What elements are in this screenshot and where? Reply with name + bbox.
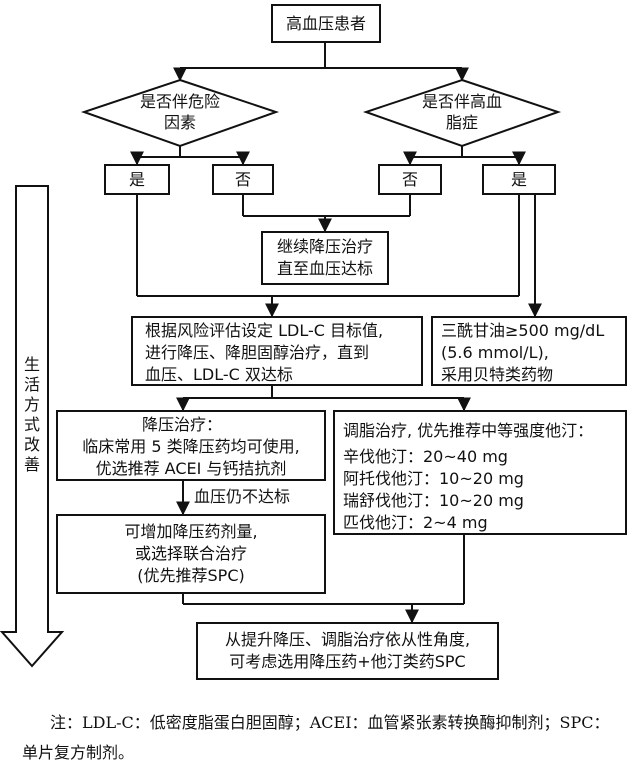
risk-decision-line: 因素 — [163, 113, 196, 132]
bp-treatment-line: 临床常用 5 类降压药均可使用, — [82, 437, 300, 456]
final-line: 从提升降压、调脂治疗依从性角度, — [224, 630, 471, 649]
start-node: 高血压患者 — [271, 4, 381, 43]
lipid-treatment-node: 调脂治疗, 优先推荐中等强度他汀： 辛伐他汀：20~40 mg 阿托伐他汀：10… — [333, 410, 627, 535]
risk-no-label: 否 — [234, 169, 251, 189]
risk-assessment-line: 血压、LDL-C 双达标 — [145, 365, 293, 384]
add-dose-line: 或选择联合治疗 — [134, 544, 247, 563]
risk-assessment-node: 根据风险评估设定 LDL-C 目标值, 进行降压、降胆固醇治疗，直到 血压、LD… — [131, 316, 423, 386]
lipid-treatment-line: 辛伐他汀：20~40 mg — [343, 447, 508, 466]
bp-treatment-node: 降压治疗： 临床常用 5 类降压药均可使用, 优选推荐 ACEI 与钙拮抗剂 — [56, 410, 326, 481]
start-node-label: 高血压患者 — [285, 13, 366, 33]
risk-assessment-line: 根据风险评估设定 LDL-C 目标值, — [145, 321, 384, 340]
risk-decision-line: 是否伴危险 — [139, 92, 220, 111]
risk-yes-label: 是 — [128, 169, 145, 189]
bp-treatment-line: 降压治疗： — [142, 415, 223, 434]
triglyceride-line: (5.6 mmol/L), — [441, 343, 549, 362]
lipid-decision-line: 是否伴高血 — [421, 92, 502, 111]
risk-decision-text: 是否伴危险 因素 — [110, 91, 250, 133]
lipid-yes-node: 是 — [482, 164, 556, 195]
lifestyle-arrow — [0, 185, 65, 668]
triglyceride-line: 采用贝特类药物 — [441, 365, 554, 384]
risk-yes-node: 是 — [104, 164, 170, 195]
lipid-no-label: 否 — [401, 169, 418, 189]
bp-treatment-line: 优选推荐 ACEI 与钙拮抗剂 — [95, 459, 287, 478]
continue-treatment-line: 继续降压治疗 — [276, 237, 373, 256]
triglyceride-line: 三酰甘油≥500 mg/dL — [441, 321, 605, 340]
continue-treatment-line: 直至血压达标 — [276, 259, 373, 278]
add-dose-node: 可增加降压药剂量, 或选择联合治疗 (优先推荐SPC) — [56, 514, 326, 594]
final-node: 从提升降压、调脂治疗依从性角度, 可考虑选用降压药+他汀类药SPC — [196, 622, 499, 680]
risk-assessment-line: 进行降压、降胆固醇治疗，直到 — [145, 343, 370, 362]
continue-treatment-node: 继续降压治疗 直至血压达标 — [261, 231, 389, 285]
add-dose-line: (优先推荐SPC) — [137, 566, 245, 585]
lipid-treatment-line: 阿托伐他汀：10~20 mg — [343, 469, 524, 488]
lipid-treatment-line: 瑞舒伐他汀：10~20 mg — [343, 491, 524, 510]
lifestyle-label: 生活方式改善 — [23, 355, 40, 474]
lipid-yes-label: 是 — [510, 169, 527, 189]
final-line: 可考虑选用降压药+他汀类药SPC — [229, 652, 466, 671]
bp-not-met-label: 血压仍不达标 — [194, 487, 291, 506]
lipid-decision-line: 脂症 — [445, 113, 478, 132]
triglyceride-node: 三酰甘油≥500 mg/dL (5.6 mmol/L), 采用贝特类药物 — [431, 316, 627, 386]
lipid-treatment-line: 匹伐他汀：2~4 mg — [343, 513, 488, 532]
footnote: 注：LDL-C：低密度脂蛋白胆固醇；ACEI：血管紧张素转换酶抑制剂；SPC：单… — [22, 713, 610, 762]
risk-no-node: 否 — [212, 164, 274, 195]
lipid-no-node: 否 — [378, 164, 442, 195]
add-dose-line: 可增加降压药剂量, — [124, 522, 258, 541]
lipid-treatment-line: 调脂治疗, 优先推荐中等强度他汀： — [343, 421, 594, 440]
lipid-decision-text: 是否伴高血 脂症 — [392, 91, 532, 133]
